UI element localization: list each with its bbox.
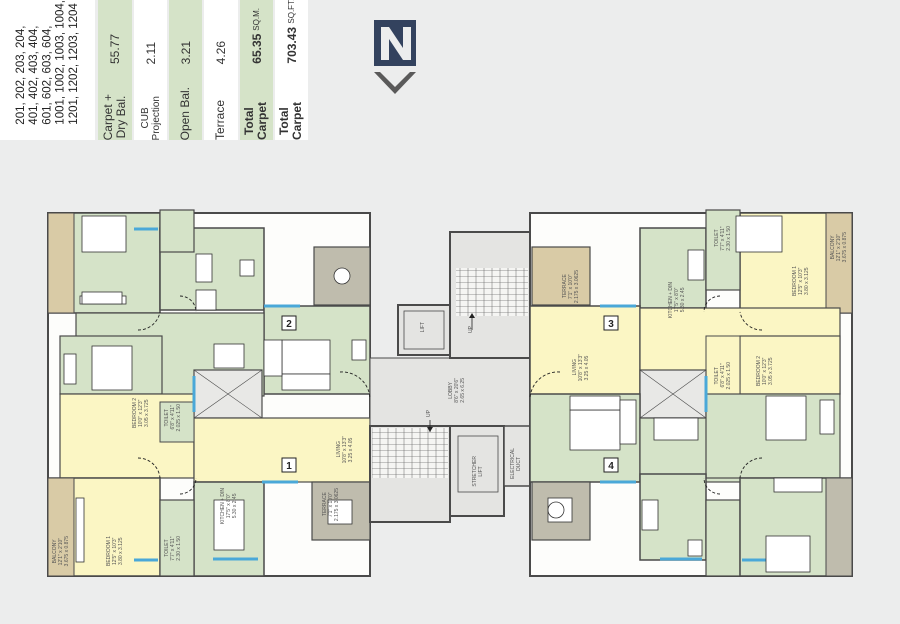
unit-number-3: 3 xyxy=(608,319,614,330)
electrical-duct-label: ELECTRICAL DUCT xyxy=(510,448,522,479)
u1-balcony-label: BALCONY 12'1" x 2'10" 3.675 x 0.875 xyxy=(52,536,70,567)
lobby-label: LOBBY 8'6" x 20'6" 2.65 x 6.25 xyxy=(448,378,466,403)
stretcher-lift-label: STRETCHER LIFT xyxy=(472,456,484,487)
u3-bed1-label: BEDROOM 1 12'5" x 10'3" 3.80 x 3.125 xyxy=(792,266,810,297)
stair-up-upper-label: UP xyxy=(468,326,474,333)
u3-balcony-label: BALCONY 12'1" x 2'10" 3.675 x 0.875 xyxy=(830,232,848,263)
area-column: 703.43SQ.FT.Total Carpet xyxy=(275,0,308,140)
unit-number-boxes xyxy=(281,315,619,473)
core xyxy=(369,231,531,523)
u3-bed2-room xyxy=(739,335,841,395)
u1-bed2-label: BEDROOM 2 10'0" x 12'3" 3.05 x 3.725 xyxy=(132,398,150,429)
u2-toilet xyxy=(159,209,195,253)
u1-toilet2-room xyxy=(159,401,195,443)
unit-number-1: 1 xyxy=(286,461,292,472)
u1-toilet-room xyxy=(159,499,195,577)
unit-number-4: 4 xyxy=(608,461,614,472)
stair-up-lower-label: UP xyxy=(426,410,432,417)
u3-toilet-a-label: TOILET 7'7" x 4'11" 2.30 x 1.50 xyxy=(714,226,732,251)
u3-terrace-room xyxy=(531,246,591,306)
u3-kitchen-label: KITCHEN + DIN 17'5" x 8'0" 5.30 x 2.45 xyxy=(668,282,686,319)
u3-living-room xyxy=(529,305,641,397)
flat-numbers-block: 201, 202, 203, 204, 401, 402, 403, 404, … xyxy=(0,0,95,140)
u1-toilet-b-label: TOILET 7'7" x 4'11" 2.30 x 1.50 xyxy=(164,536,182,561)
u3-balcony xyxy=(825,212,853,314)
u1-living-label: LIVING 10'8" x 13'3" 3.25 x 4.05 xyxy=(336,436,354,464)
u1-kitchen-label: KITCHEN + DIN 17'5" x 8'0" 5.30 x 2.45 xyxy=(220,488,238,525)
door-swings xyxy=(137,295,763,495)
unit-number-2: 2 xyxy=(286,319,292,330)
u3-toilet-room xyxy=(705,209,741,291)
furniture xyxy=(63,215,835,573)
u1-toilet-a-label: TOILET 6'8" x 4'11" 2.025 x 1.50 xyxy=(164,404,182,432)
u3-living-label: LIVING 10'8" x 13'3" 3.25 x 4.05 xyxy=(572,354,590,382)
lift-box xyxy=(397,304,451,356)
u3-toilet-b-label: TOILET 6'8" x 4'11" 2.025 x 1.50 xyxy=(714,362,732,390)
u1-balcony xyxy=(47,477,75,577)
lift-label: LIFT xyxy=(420,322,426,333)
area-column: 65.35SQ.M.Total Carpet xyxy=(240,0,273,140)
stretcher-lift-box xyxy=(449,425,505,517)
u3-terrace-label: TERRACE 7'1" x 10'0" 2.175 x 3.0625 xyxy=(562,270,580,304)
u3-bed2-label: BEDROOM 2 10'0" x 12'3" 3.05 x 3.725 xyxy=(756,356,774,387)
north-arrow-icon: N xyxy=(374,20,416,94)
u1-bed1-label: BEDROOM 1 12'5" x 10'3" 3.80 x 3.125 xyxy=(106,536,124,567)
u1-terrace-label: TERRACE 7'1" x 10'0" 2.175 x 3.0625 xyxy=(322,488,340,522)
u4-toilet-room xyxy=(705,499,741,577)
electrical-duct-box xyxy=(503,425,531,487)
